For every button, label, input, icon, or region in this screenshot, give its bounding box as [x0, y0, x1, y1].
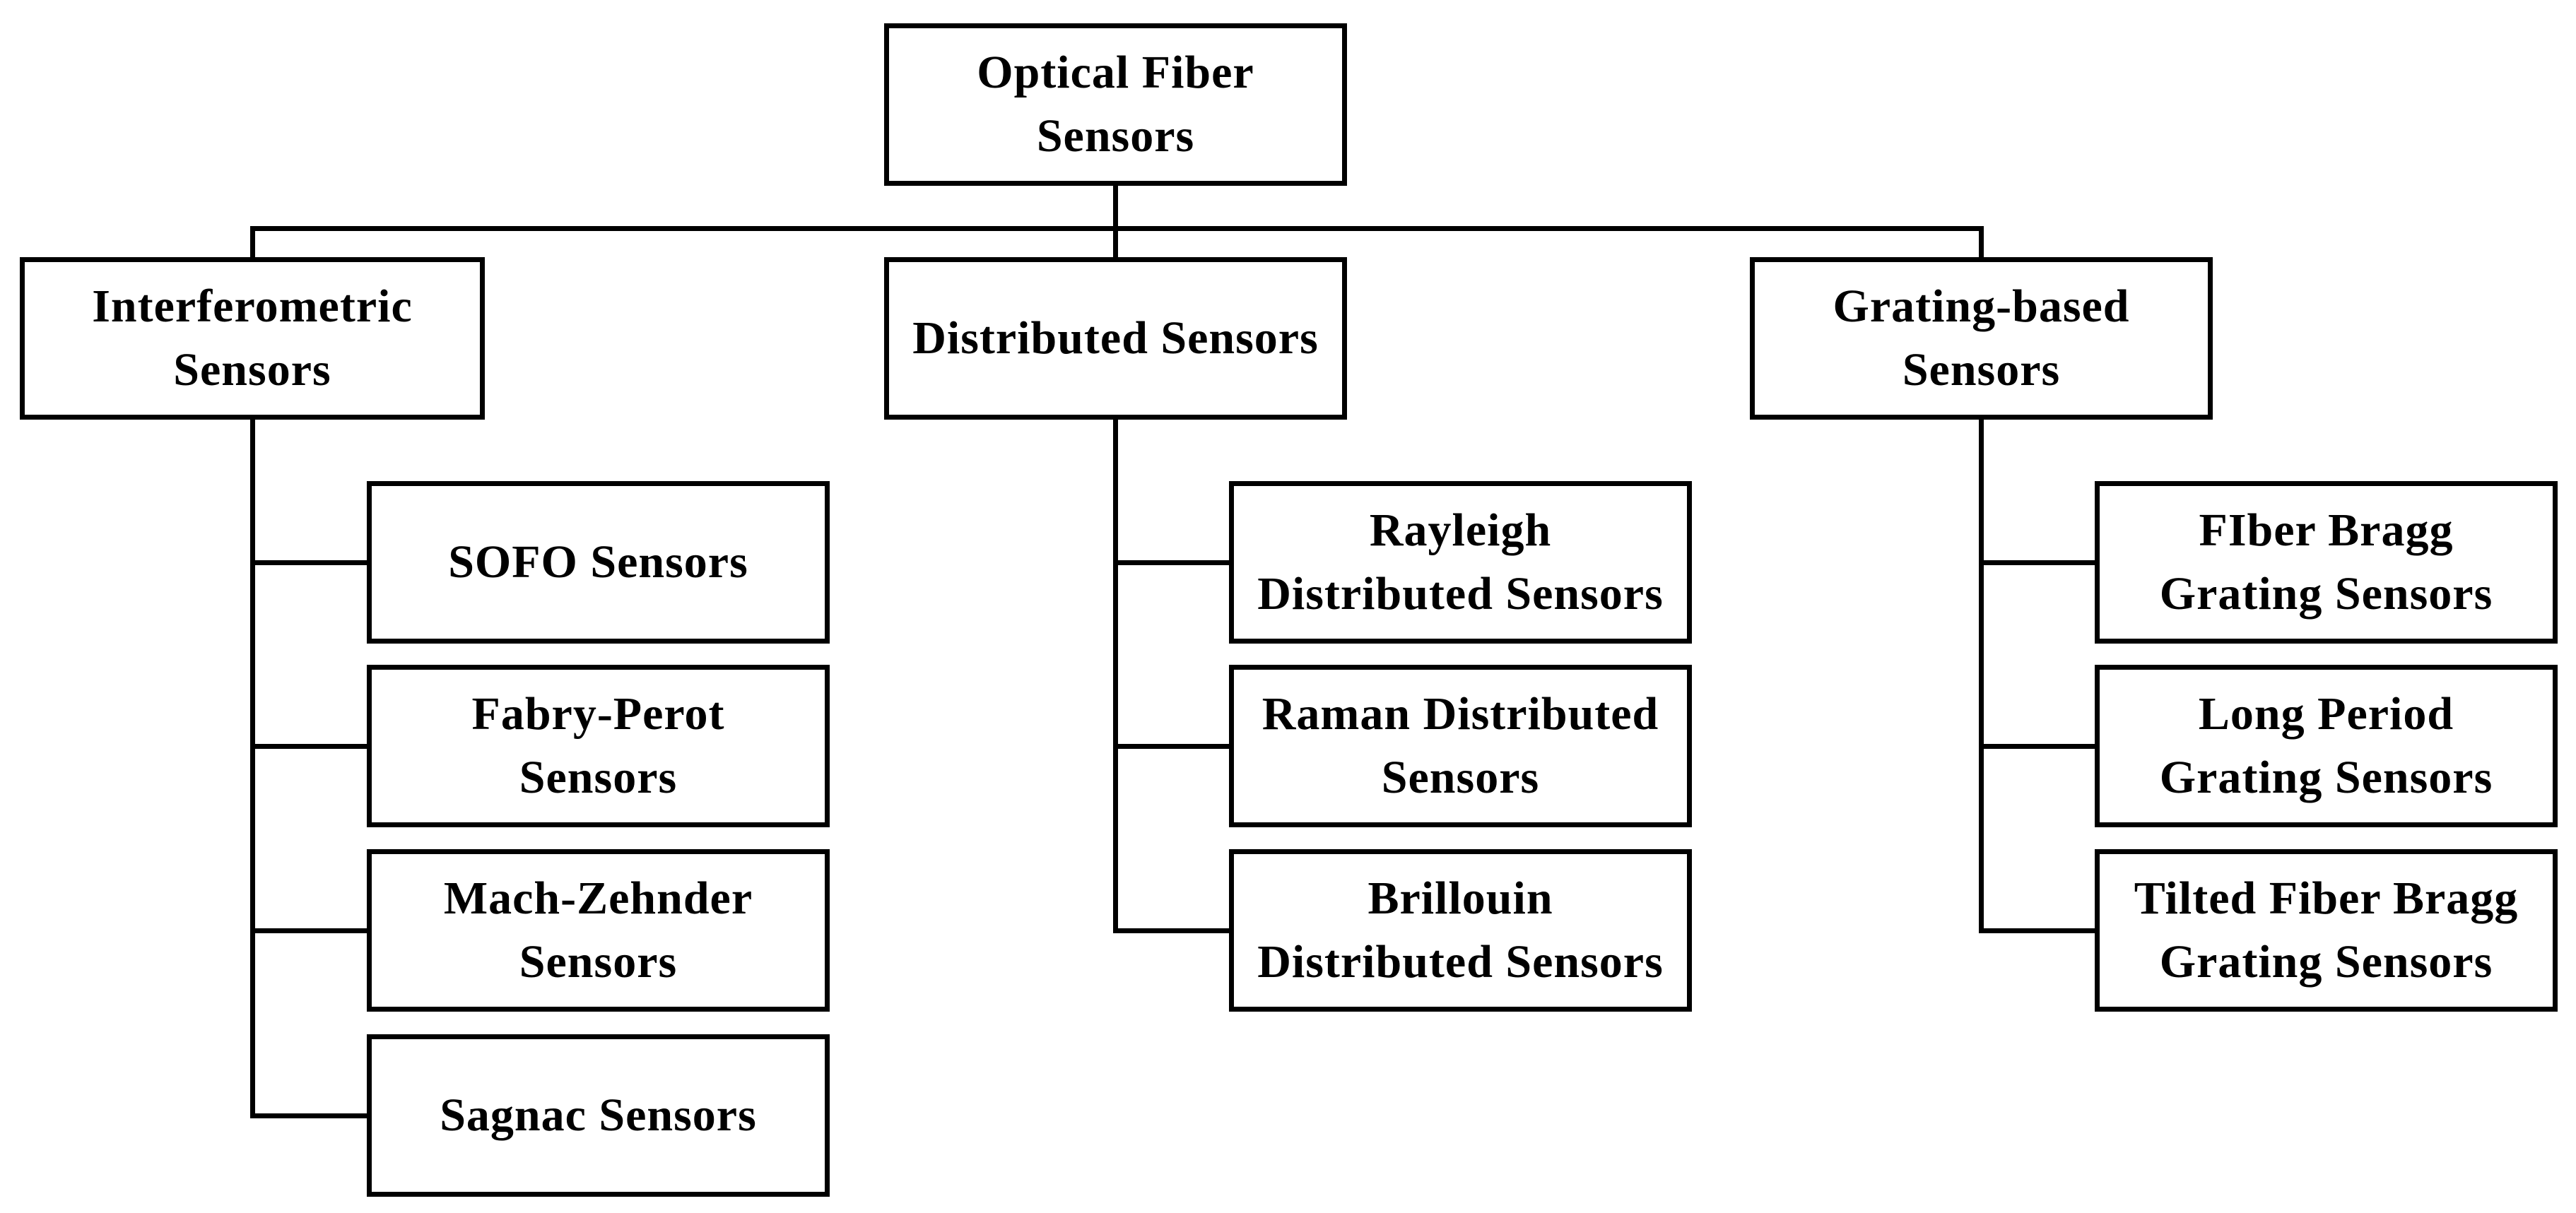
node-sofo-sensors: SOFO Sensors	[367, 481, 830, 644]
node-label: Distributed Sensors	[912, 312, 1319, 364]
connector-stub-brillouin	[1113, 928, 1229, 933]
connector-spine-grating	[1979, 420, 1984, 933]
connector-drop-grating	[1979, 226, 1984, 257]
node-label: SOFO Sensors	[448, 536, 748, 588]
node-label: Sagnac Sensors	[440, 1089, 757, 1141]
connector-stub-raman	[1113, 744, 1229, 749]
connector-stub-sagnac	[250, 1113, 367, 1118]
connector-stub-mach-zehnder	[250, 928, 367, 933]
connector-stub-sofo	[250, 560, 367, 565]
node-distributed-sensors: Distributed Sensors	[884, 257, 1347, 420]
connector-spine-distributed	[1113, 420, 1118, 933]
connector-stub-fiber-bragg	[1979, 560, 2095, 565]
connector-spine-interferometric	[250, 420, 255, 1118]
connector-stub-tilted-fbg	[1979, 928, 2095, 933]
connector-stub-long-period	[1979, 744, 2095, 749]
connector-stub-fabry-perot	[250, 744, 367, 749]
connector-root-drop	[1113, 186, 1118, 231]
connector-drop-distributed	[1113, 226, 1118, 257]
connector-drop-interferometric	[250, 226, 255, 257]
node-sagnac-sensors: Sagnac Sensors	[367, 1034, 830, 1197]
connector-stub-rayleigh	[1113, 560, 1229, 565]
